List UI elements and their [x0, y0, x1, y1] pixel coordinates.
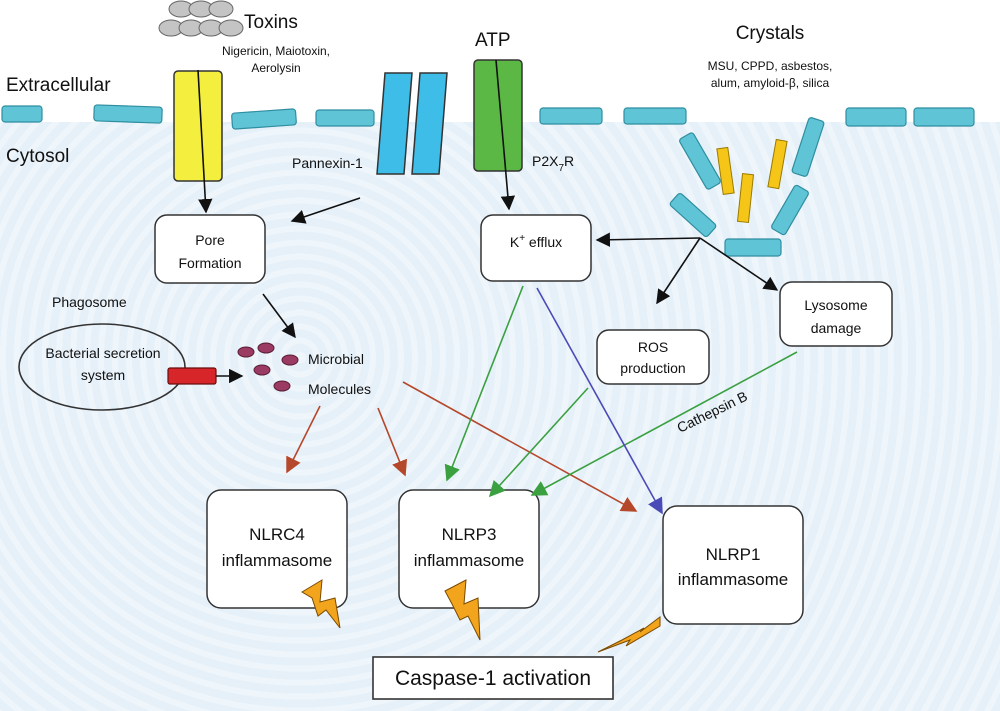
microbial-molecules-label-line2: Molecules	[308, 381, 371, 397]
membrane-segment	[623, 107, 687, 125]
k-efflux-label: K+ efflux	[510, 233, 562, 250]
extracellular-label: Extracellular	[6, 75, 111, 96]
toxin-pore-channel	[173, 70, 223, 182]
nlrp1-inflammasome-box	[662, 505, 804, 625]
arrow-k-efflux-to-nlrp1	[536, 287, 663, 515]
membrane-segment	[539, 107, 603, 125]
membrane-segment	[913, 107, 975, 127]
cell-membrane	[1, 104, 975, 130]
bacterial-secretion-apparatus	[167, 367, 217, 385]
phagosome-label: Phagosome	[52, 294, 127, 310]
cytosol-label: Cytosol	[6, 146, 69, 167]
ros-label-line1: ROS	[638, 339, 668, 355]
lightning-bolt-icon	[597, 616, 661, 653]
ros-production-box	[596, 329, 710, 385]
nlrp3-label-line2: inflammasome	[414, 551, 525, 570]
pore-formation-box	[154, 214, 266, 284]
phagosome	[18, 323, 186, 411]
toxin-examples-line1: Nigericin, Maiotoxin,	[222, 44, 330, 58]
lightning-bolt-icon	[301, 579, 341, 629]
membrane-segment	[1, 105, 43, 123]
arrow-crystals-to-k-efflux	[595, 232, 701, 247]
pannexin-label: Pannexin-1	[292, 155, 363, 171]
crystal	[736, 173, 755, 224]
toxin-particles	[158, 0, 244, 37]
crystal-examples-line2: alum, amyloid-β, silica	[711, 76, 830, 90]
microbial-molecule-particles	[237, 342, 299, 392]
membrane-segment	[315, 109, 375, 127]
lysosome-label-line2: damage	[811, 320, 862, 336]
atp-label: ATP	[475, 30, 511, 51]
toxin-examples-line2: Aerolysin	[251, 61, 300, 75]
nlrc4-label-line2: inflammasome	[222, 551, 333, 570]
p2x7r-channel	[473, 59, 523, 172]
crystals-label: Crystals	[736, 23, 805, 44]
lysosome-damage-box	[779, 281, 893, 347]
pore-formation-label-line2: Formation	[178, 255, 241, 271]
nlrp1-label-line1: NLRP1	[706, 545, 761, 564]
crystals-in-cytosol	[716, 138, 788, 224]
arrow-microbial-to-nlrp1	[402, 381, 638, 512]
pannexin-1-channel	[376, 72, 448, 175]
bacterial-secretion-label-line2: system	[81, 367, 125, 383]
arrow-toxins-to-pore	[197, 69, 213, 214]
nlrp1-label-line2: inflammasome	[678, 570, 789, 589]
arrow-crystals-to-lysosome	[699, 237, 779, 291]
toxins-label: Toxins	[244, 12, 298, 33]
arrow-crystals-to-ros	[656, 237, 701, 305]
nlrp3-label-line1: NLRP3	[442, 525, 497, 544]
arrow-atp-to-k-efflux	[495, 59, 516, 211]
k-efflux-box	[480, 214, 592, 282]
crystal	[767, 138, 788, 190]
p2x7r-label: P2X7R	[532, 153, 574, 174]
lightning-bolt-icon	[444, 579, 481, 641]
crystal-cup	[669, 117, 825, 257]
bacterial-secretion-label-line1: Bacterial secretion	[45, 345, 160, 361]
arrow-lysosome-to-nlrp3	[530, 351, 798, 496]
caspase-1-activation-box	[372, 656, 614, 700]
arrow-pore-to-microbial	[262, 293, 296, 339]
pore-formation-label-line1: Pore	[195, 232, 225, 248]
lysosome-label-line1: Lysosome	[804, 297, 868, 313]
membrane-segment	[231, 108, 297, 130]
nlrc4-inflammasome-box	[206, 489, 348, 609]
crystal	[716, 146, 735, 196]
arrow-microbial-to-nlrc4-b	[377, 407, 408, 477]
caspase-1-activation-label: Caspase-1 activation	[395, 667, 591, 690]
arrow-k-efflux-to-nlrp3	[444, 285, 524, 482]
microbial-molecules-label-line1: Microbial	[308, 351, 364, 367]
nlrc4-label-line1: NLRC4	[249, 525, 305, 544]
arrow-ros-to-nlrp3	[488, 387, 589, 498]
ros-label-line2: production	[620, 360, 685, 376]
arrow-pannexin-to-pore	[290, 197, 361, 224]
membrane-segment	[93, 104, 163, 124]
crystal-examples-line1: MSU, CPPD, asbestos,	[708, 59, 833, 73]
membrane-segment	[845, 107, 907, 127]
arrow-microbial-to-nlrc4-a	[286, 405, 321, 474]
nlrp3-inflammasome-box	[398, 489, 540, 609]
